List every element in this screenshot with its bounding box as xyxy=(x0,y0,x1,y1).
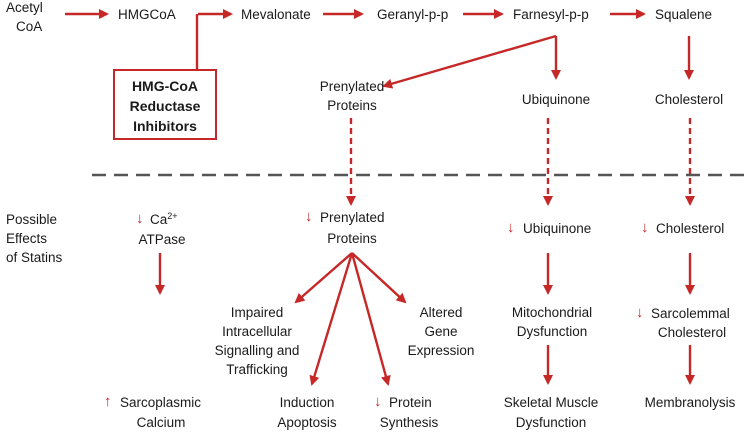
sarcoplasmic-line1: Sarcoplasmic xyxy=(120,395,201,410)
acetyl-coa-line1: Acetyl xyxy=(6,0,43,15)
cholesterol-effect-label: Cholesterol xyxy=(656,221,724,236)
geranyl-label: Geranyl-p-p xyxy=(377,7,448,22)
effects-label-line2: Effects xyxy=(6,231,47,246)
down-arrow-icon: ↓ xyxy=(507,219,515,236)
up-arrow-icon: ↑ xyxy=(104,393,112,410)
down-arrow-icon: ↓ xyxy=(374,393,382,410)
sarcoplasmic-line2: Calcium xyxy=(137,415,186,430)
protein-line2: Synthesis xyxy=(380,415,439,430)
arrow-prenylated-to-protein xyxy=(350,252,391,386)
induction-line2: Apoptosis xyxy=(277,415,337,430)
mevalonate-label: Mevalonate xyxy=(241,7,311,22)
ubiquinone-effect-label: Ubiquinone xyxy=(523,221,591,236)
inhibitor-line1: HMG-CoA xyxy=(132,78,198,94)
sarcolemmal-line1: Sarcolemmal xyxy=(651,306,730,321)
skeletal-line1: Skeletal Muscle xyxy=(504,395,599,410)
cholesterol-top-label: Cholesterol xyxy=(655,92,723,107)
arrow-prenylated-to-impaired xyxy=(294,252,353,304)
squalene-label: Squalene xyxy=(655,7,712,22)
prenylated-effect-line2: Proteins xyxy=(327,231,377,246)
effects-label-line1: Possible xyxy=(6,212,57,227)
impaired-line1: Impaired xyxy=(231,305,284,320)
impaired-line3: Signalling and xyxy=(215,343,300,358)
down-arrow-icon: ↓ xyxy=(636,304,644,321)
down-arrow-icon: ↓ xyxy=(136,210,144,227)
farnesyl-label: Farnesyl-p-p xyxy=(513,7,589,22)
impaired-line4: Trafficking xyxy=(226,362,288,377)
down-arrow-icon: ↓ xyxy=(641,219,649,236)
down-arrow-icon: ↓ xyxy=(305,208,313,225)
altered-line1: Altered xyxy=(420,305,463,320)
prenylated-effect-line1: Prenylated xyxy=(320,210,385,225)
atpase-label: ATPase xyxy=(138,232,185,247)
impaired-line2: Intracellular xyxy=(222,324,292,339)
arrow-farnesyl-to-prenylated xyxy=(382,34,557,89)
sarcolemmal-line2: Cholesterol xyxy=(658,325,726,340)
altered-line3: Expression xyxy=(408,343,475,358)
ca-label: Ca2+ xyxy=(150,211,178,227)
hmgcoa-label: HMGCoA xyxy=(118,7,176,22)
membranolysis-label: Membranolysis xyxy=(645,395,736,410)
prenylated-top-line1: Prenylated xyxy=(320,79,385,94)
protein-line1: Protein xyxy=(389,395,432,410)
inhibitor-line2: Reductase xyxy=(130,98,201,114)
inhibitor-line3: Inhibitors xyxy=(133,118,197,134)
mito-line2: Dysfunction xyxy=(517,324,588,339)
mito-line1: Mitochondrial xyxy=(512,305,592,320)
skeletal-line2: Dysfunction xyxy=(516,415,587,430)
arrow-prenylated-to-altered xyxy=(351,252,407,304)
prenylated-top-line2: Proteins xyxy=(327,98,377,113)
ubiquinone-top-label: Ubiquinone xyxy=(522,92,590,107)
inhibitor-box xyxy=(113,69,217,140)
effects-label-line3: of Statins xyxy=(6,250,63,265)
acetyl-coa-line2: CoA xyxy=(16,19,42,34)
altered-line2: Gene xyxy=(424,324,457,339)
arrow-prenylated-to-induction xyxy=(309,252,354,386)
induction-line1: Induction xyxy=(280,395,335,410)
